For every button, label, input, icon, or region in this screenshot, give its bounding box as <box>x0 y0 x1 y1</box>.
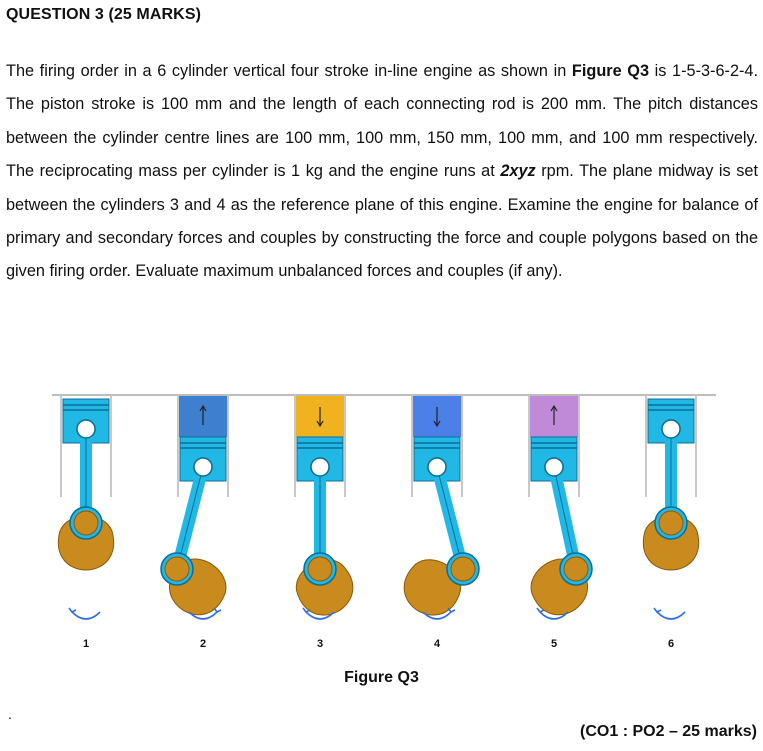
crank-pin <box>307 556 333 582</box>
cylinder-number-label: 6 <box>668 638 674 650</box>
question-title: QUESTION 3 (25 MARKS) <box>6 6 202 23</box>
small-end <box>76 419 96 439</box>
small-end <box>310 457 330 477</box>
para-text-2: is 1-5-3-6-2-4. The piston stroke is 100… <box>6 62 758 181</box>
footer-dot: . <box>8 706 12 722</box>
small-end <box>427 457 447 477</box>
rotation-arc-icon <box>656 611 686 620</box>
arrow-head-icon <box>316 420 324 428</box>
cylinder-number-label: 3 <box>317 638 323 650</box>
connecting-rod-edge <box>553 466 577 570</box>
crank-pin <box>658 510 684 536</box>
cylinder-number-label: 5 <box>551 638 557 650</box>
marks-note: (CO1 : PO2 – 25 marks) <box>580 723 757 740</box>
small-end <box>661 419 681 439</box>
crank-pin <box>563 556 589 582</box>
cylinder-6: 6 <box>642 395 700 650</box>
connecting-rod-edge <box>176 466 204 570</box>
figure-caption: Figure Q3 <box>344 669 419 686</box>
cylinder-number-label: 1 <box>83 638 89 650</box>
rotation-arrowhead-icon <box>447 607 456 614</box>
rotation-arc-icon <box>71 611 101 620</box>
para-text-1: The firing order in a 6 cylinder vertica… <box>6 62 572 80</box>
arrow-head-icon <box>433 420 441 428</box>
crank-pin <box>73 510 99 536</box>
rotation-arc-icon <box>188 611 218 620</box>
rotation-arrowhead-icon <box>213 607 222 614</box>
rotation-arrowhead-icon <box>536 607 545 614</box>
rotation-arrowhead-icon <box>68 607 77 614</box>
figure-reference: Figure Q3 <box>571 62 650 80</box>
question-paragraph: The firing order in a 6 cylinder vertica… <box>6 55 758 289</box>
para-text-3: rpm. The plane midway is set between the… <box>6 162 758 281</box>
crank-pin <box>164 556 190 582</box>
cylinder-2: 2 <box>160 395 229 650</box>
cylinder-number-label: 2 <box>200 638 206 650</box>
rotation-arrowhead-icon <box>302 607 311 614</box>
speed-placeholder: 2xyz <box>500 162 536 181</box>
rotation-arc-icon <box>539 611 569 620</box>
rotation-arc-icon <box>422 611 452 620</box>
cylinder-3: 3 <box>294 395 354 650</box>
small-end <box>193 457 213 477</box>
rotation-arrowhead-icon <box>653 607 662 614</box>
crank-counterweight <box>403 559 462 616</box>
connecting-rod-edge <box>436 466 464 570</box>
cylinder-5: 5 <box>528 395 593 650</box>
rotation-arc-icon <box>305 611 335 620</box>
small-end <box>544 457 564 477</box>
cylinder-4: 4 <box>403 395 480 650</box>
cylinder-1: 1 <box>57 395 115 650</box>
arrow-head-icon <box>199 404 207 412</box>
crank-pin <box>450 556 476 582</box>
engine-figure: 1 2 3 4 5 6 <box>52 394 716 650</box>
cylinder-number-label: 4 <box>434 638 441 650</box>
arrow-head-icon <box>550 404 558 412</box>
